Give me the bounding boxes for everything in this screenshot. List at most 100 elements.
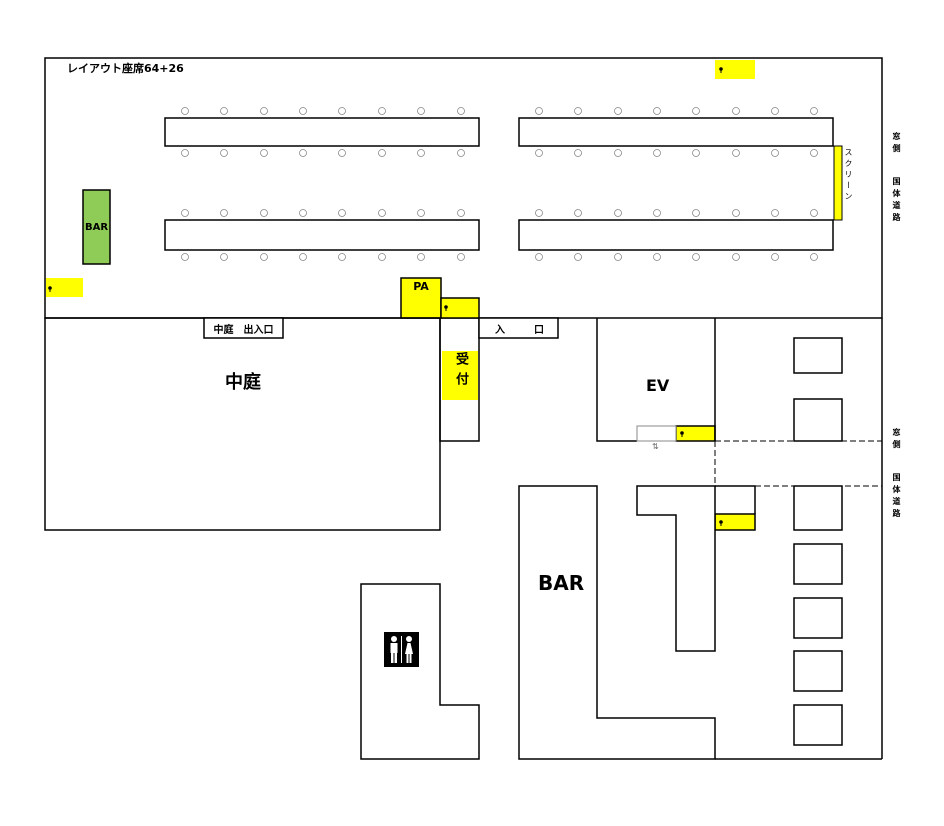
chair — [378, 149, 386, 157]
courtyard-entrance-label: 中庭 出入口 — [213, 325, 274, 336]
courtyard-area — [44, 317, 441, 531]
chair — [260, 209, 268, 217]
chair — [457, 209, 465, 217]
chair — [338, 209, 346, 217]
window-side-label-bottom: 窓側 — [892, 428, 901, 452]
table-top-left — [164, 117, 480, 147]
table-bottom-left — [164, 219, 480, 251]
chair — [338, 107, 346, 115]
chair — [338, 253, 346, 261]
chair — [299, 149, 307, 157]
chair — [771, 149, 779, 157]
window-table — [793, 543, 843, 585]
window-side-label-top: 窓側 — [892, 132, 901, 156]
chair — [653, 149, 661, 157]
chair — [574, 107, 582, 115]
chair — [692, 209, 700, 217]
restroom-icon — [384, 632, 419, 667]
window-table — [793, 337, 843, 374]
ev-door — [636, 425, 677, 442]
reception-label: 受付 — [453, 352, 468, 392]
chair — [653, 209, 661, 217]
chair — [614, 209, 622, 217]
outlet-box-top — [715, 60, 755, 79]
chair — [653, 107, 661, 115]
pa-label: PA — [413, 280, 429, 293]
entrance-label-left: 入 — [495, 325, 505, 336]
chair — [732, 253, 740, 261]
chair — [574, 253, 582, 261]
chair — [220, 253, 228, 261]
chairs — [181, 107, 818, 261]
chair — [771, 253, 779, 261]
screen — [833, 145, 843, 221]
window-table — [793, 704, 843, 746]
chair — [732, 149, 740, 157]
hall-outline — [44, 57, 883, 319]
chair — [457, 253, 465, 261]
restroom-area — [360, 583, 480, 760]
outlet-icon — [444, 305, 448, 311]
chair — [181, 107, 189, 115]
chair — [732, 209, 740, 217]
corridor-box — [715, 485, 756, 514]
chair — [692, 149, 700, 157]
chair — [535, 209, 543, 217]
chair — [417, 209, 425, 217]
courtyard-entrance-box — [203, 317, 284, 339]
chair — [220, 107, 228, 115]
chair — [260, 253, 268, 261]
chair — [299, 253, 307, 261]
chair — [417, 253, 425, 261]
kokutai-road-label-top: 国体道路 — [892, 177, 901, 225]
outlet-icon — [680, 431, 684, 437]
chair — [220, 149, 228, 157]
chair — [614, 149, 622, 157]
chair — [535, 107, 543, 115]
chair — [457, 107, 465, 115]
chair — [260, 107, 268, 115]
chair — [692, 107, 700, 115]
window-table — [793, 485, 843, 531]
chair — [535, 149, 543, 157]
bar-counter-large — [518, 485, 716, 760]
reception-wall — [439, 318, 480, 442]
reception-box — [442, 351, 478, 400]
chair — [810, 107, 818, 115]
ev-wall — [596, 318, 637, 442]
chair — [378, 253, 386, 261]
bar-large-label: BAR — [538, 571, 585, 595]
entrance-box — [478, 317, 559, 339]
chair — [181, 149, 189, 157]
chair — [771, 107, 779, 115]
chair — [614, 107, 622, 115]
ev-label: EV — [646, 376, 670, 395]
chair — [260, 149, 268, 157]
chair — [417, 107, 425, 115]
table-top-right — [518, 117, 834, 147]
chair — [810, 209, 818, 217]
window-table — [793, 650, 843, 692]
chair — [574, 149, 582, 157]
chair — [299, 107, 307, 115]
screen-label: スクリーン — [844, 148, 853, 203]
chair — [653, 253, 661, 261]
chair — [181, 209, 189, 217]
chair — [810, 149, 818, 157]
bar-small-label: BAR — [84, 222, 109, 233]
chair — [692, 253, 700, 261]
chair — [378, 209, 386, 217]
window-table — [793, 398, 843, 442]
outlet-icon — [719, 520, 723, 526]
chair — [457, 149, 465, 157]
outlet-box-pa — [440, 297, 480, 319]
entrance-label-right: 口 — [534, 325, 544, 336]
chair — [338, 149, 346, 157]
window-table — [793, 597, 843, 639]
bar-counter-small — [82, 189, 111, 265]
chair — [417, 149, 425, 157]
table-bottom-right — [518, 219, 834, 251]
chair — [614, 253, 622, 261]
outlet-box-left — [46, 278, 83, 297]
